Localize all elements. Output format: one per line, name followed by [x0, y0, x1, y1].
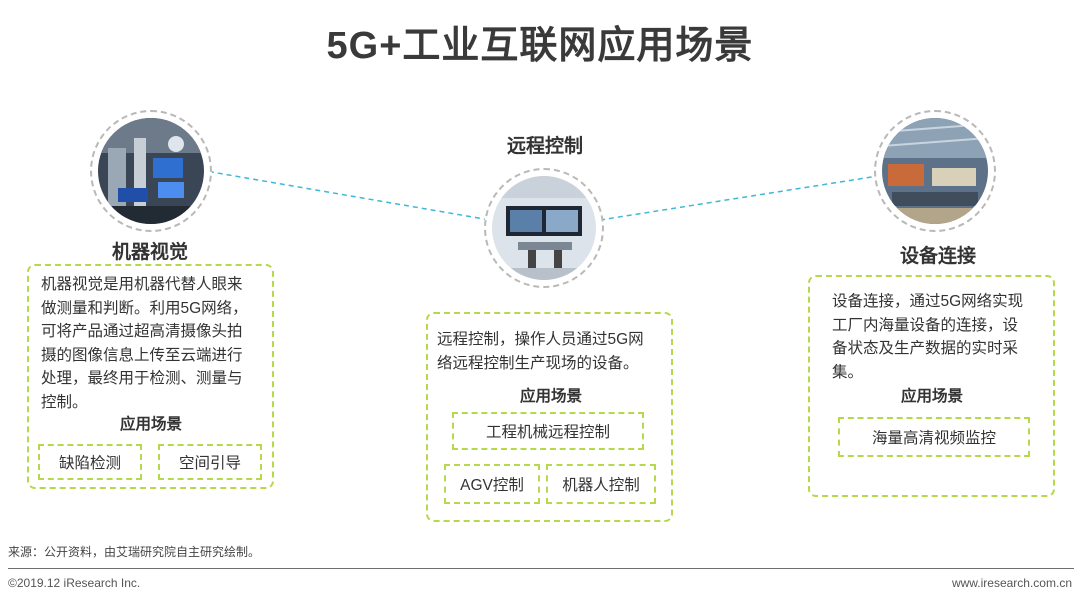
vision-circle	[90, 110, 212, 232]
remote-description: 远程控制，操作人员通过5G网 络远程控制生产现场的设备。	[437, 331, 644, 372]
website-link[interactable]: www.iresearch.com.cn	[951, 576, 1072, 590]
copyright: ©2019.12 iResearch Inc.	[8, 576, 141, 590]
tag-construction-machinery-remote-control: 工程机械远程控制	[452, 412, 644, 450]
connector-line-left	[199, 169, 491, 221]
remote-control-photo	[492, 176, 596, 280]
page-title: 5G+工业互联网应用场景	[326, 25, 754, 67]
remote-label: 远程控制	[506, 136, 583, 157]
tag-massive-hd-video-monitoring: 海量高清视频监控	[838, 417, 1030, 457]
tag-robot-control: 机器人控制	[546, 464, 656, 504]
tag-spatial-guidance: 空间引导	[158, 444, 262, 480]
connect-circle	[874, 110, 996, 232]
footer-divider	[8, 568, 1074, 569]
connect-card: 设备连接，通过5G网络实现 工厂内海量设备的连接，设 备状态及生产数据的实时采 …	[808, 275, 1055, 497]
connect-scenario-title: 应用场景	[900, 388, 963, 405]
tag-defect-detection: 缺陷检测	[38, 444, 142, 480]
remote-scenario-title: 应用场景	[519, 388, 582, 405]
remote-circle	[484, 168, 604, 288]
connector-line-right	[599, 175, 879, 221]
vision-label: 机器视觉	[111, 242, 188, 263]
connect-description: 设备连接，通过5G网络实现 工厂内海量设备的连接，设 备状态及生产数据的实时采 …	[832, 293, 1024, 381]
vision-scenario-title: 应用场景	[119, 416, 182, 433]
remote-card: 远程控制，操作人员通过5G网 络远程控制生产现场的设备。 应用场景 工程机械远程…	[426, 312, 673, 522]
source-note: 来源：公开资料，由艾瑞研究院自主研究绘制。	[8, 545, 261, 559]
vision-description: 机器视觉是用机器代替人眼来 做测量和判断。利用5G网络， 可将产品通过超高清摄像…	[41, 276, 248, 411]
connect-label: 设备连接	[899, 246, 976, 267]
tag-agv-control: AGV控制	[444, 464, 540, 504]
machine-vision-photo	[98, 118, 204, 224]
vision-card: 机器视觉是用机器代替人眼来 做测量和判断。利用5G网络， 可将产品通过超高清摄像…	[27, 264, 274, 489]
factory-photo	[882, 118, 988, 224]
